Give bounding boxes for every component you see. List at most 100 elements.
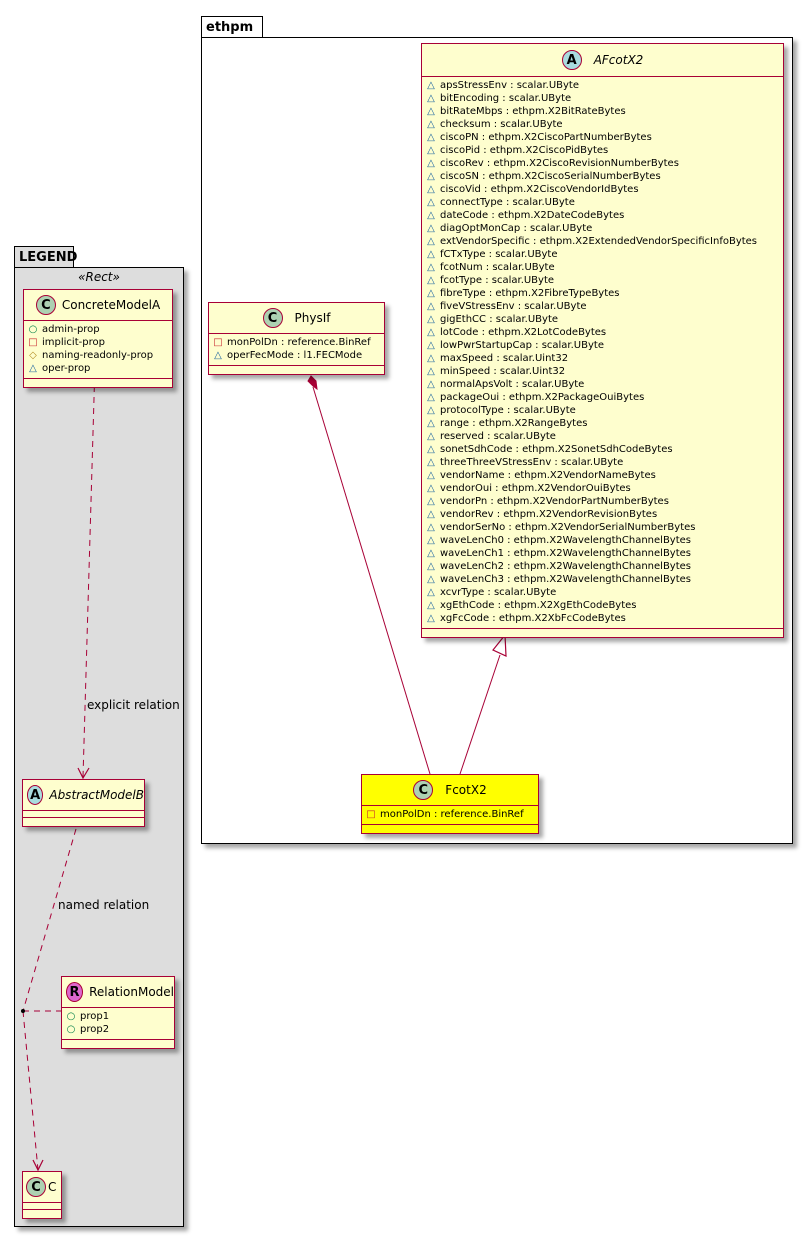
public-visibility-icon: ○ bbox=[66, 1024, 76, 1035]
attribute-row: △ oper-prop bbox=[28, 362, 168, 375]
attribute-text: waveLenCh2 : ethpm.X2WavelengthChannelBy… bbox=[440, 561, 692, 572]
attribute-row: △fibreType : ethpm.X2FibreTypeBytes bbox=[426, 287, 779, 300]
class-abstract-model-b[interactable]: A AbstractModelB bbox=[22, 779, 145, 827]
attribute-text: protocolType : scalar.UByte bbox=[440, 405, 576, 416]
attribute-text: oper-prop bbox=[42, 363, 91, 374]
attribute-row: △ciscoVid : ethpm.X2CiscoVendorIdBytes bbox=[426, 183, 779, 196]
named-relation-line-lower bbox=[22, 1010, 39, 1171]
attribute-row: △reserved : scalar.UByte bbox=[426, 430, 779, 443]
attribute-text: ciscoPN : ethpm.X2CiscoPartNumberBytes bbox=[440, 132, 652, 143]
attribute-row: △ waveLenCh2 : ethpm.X2WavelengthChannelB… bbox=[426, 560, 779, 573]
legend-package-body bbox=[14, 267, 184, 1227]
attribute-row: △vendorSerNo : ethpm.X2VendorSerialNumbe… bbox=[426, 521, 779, 534]
package-visibility-icon: △ bbox=[427, 145, 435, 156]
attribute-text: bitRateMbps : ethpm.X2BitRateBytes bbox=[440, 106, 626, 117]
attribute-text: connectType : scalar.UByte bbox=[440, 197, 575, 208]
attribute-row: △fcotType : scalar.UByte bbox=[426, 274, 779, 287]
attribute-text: packageOui : ethpm.X2PackageOuiBytes bbox=[440, 392, 645, 403]
attribute-row: △minSpeed : scalar.Uint32 bbox=[426, 365, 779, 378]
attribute-text: monPolDn : reference.BinRef bbox=[227, 337, 371, 348]
package-visibility-icon: △ bbox=[427, 275, 435, 286]
protected-visibility-icon: ◇ bbox=[29, 350, 37, 361]
composition-line bbox=[312, 386, 431, 775]
package-visibility-icon: △ bbox=[427, 483, 435, 494]
class-header: A AFcotX2 bbox=[422, 44, 783, 77]
attribute-row: △xcvrType : scalar.UByte bbox=[426, 586, 779, 599]
attribute-row: △dateCode : ethpm.X2DateCodeBytes bbox=[426, 209, 779, 222]
attribute-text: implicit-prop bbox=[42, 337, 105, 348]
attribute-text: xcvrType : scalar.UByte bbox=[440, 587, 557, 598]
attribute-row: □monPolDn : reference.BinRef bbox=[213, 336, 380, 349]
attribute-row: △threeThreeVStressEnv : scalar.UByte bbox=[426, 456, 779, 469]
class-methods bbox=[422, 629, 783, 637]
package-visibility-icon: △ bbox=[427, 314, 435, 325]
class-methods bbox=[209, 366, 384, 374]
attribute-text: lowPwrStartupCap : scalar.UByte bbox=[440, 340, 604, 351]
attribute-row: △bitRateMbps : ethpm.X2BitRateBytes bbox=[426, 105, 779, 118]
class-c-icon: C bbox=[262, 308, 283, 328]
attribute-text: apsStressEnv : scalar.UByte bbox=[440, 80, 580, 91]
attribute-text: ciscoRev : ethpm.X2CiscoRevisionNumberBy… bbox=[440, 158, 679, 169]
package-visibility-icon: △ bbox=[427, 288, 435, 299]
attribute-text: range : ethpm.X2RangeBytes bbox=[440, 418, 588, 429]
attribute-text: vendorName : ethpm.X2VendorNameBytes bbox=[440, 470, 656, 481]
attribute-text: maxSpeed : scalar.Uint32 bbox=[440, 353, 569, 364]
class-methods bbox=[362, 825, 538, 833]
composition-diamond bbox=[307, 375, 318, 391]
class-attributes bbox=[23, 1203, 61, 1210]
attribute-row: △fiveVStressEnv : scalar.UByte bbox=[426, 300, 779, 313]
legend-package-tab: LEGEND bbox=[14, 246, 78, 268]
attribute-row: △operFecMode : l1.FECMode bbox=[213, 349, 380, 362]
attribute-text: ciscoSN : ethpm.X2CiscoSerialNumberBytes bbox=[440, 171, 661, 182]
attribute-row: △vendorRev : ethpm.X2VendorRevisionBytes bbox=[426, 508, 779, 521]
attribute-row: ○prop2 bbox=[66, 1023, 170, 1036]
attribute-row: △fCTxType : scalar.UByte bbox=[426, 248, 779, 261]
attribute-row: △extVendorSpecific : ethpm.X2ExtendedVen… bbox=[426, 235, 779, 248]
package-visibility-icon: △ bbox=[427, 405, 435, 416]
attribute-row: ○ prop1 bbox=[66, 1010, 170, 1023]
class-methods bbox=[24, 379, 172, 387]
class-header: C ConcreteModelA bbox=[24, 290, 172, 321]
class-fcotx2[interactable]: C FcotX2 □monPolDn : reference.BinRef bbox=[361, 774, 539, 834]
attribute-text: reserved : scalar.UByte bbox=[440, 431, 556, 442]
attribute-text: fCTxType : scalar.UByte bbox=[440, 249, 558, 260]
attribute-text: xgFcCode : ethpm.X2XbFcCodeBytes bbox=[440, 613, 626, 624]
attribute-row: △vendorPn : ethpm.X2VendorPartNumberByte… bbox=[426, 495, 779, 508]
class-header: C C bbox=[23, 1172, 61, 1203]
attribute-row: △waveLenCh3 : ethpm.X2WavelengthChannelB… bbox=[426, 573, 779, 586]
class-attributes: △ apsStressEnv : scalar.UByte△bitEncoding… bbox=[422, 77, 783, 629]
attribute-row: △ connectType : scalar.UByte bbox=[426, 196, 779, 209]
package-visibility-icon: △ bbox=[427, 509, 435, 520]
attribute-row: △fcotNum : scalar.UByte bbox=[426, 261, 779, 274]
class-attributes: □monPolDn : reference.BinRef △operFecMod… bbox=[209, 334, 384, 366]
attribute-row: △checksum : scalar.UByte bbox=[426, 118, 779, 131]
class-concrete-model-a[interactable]: C ConcreteModelA ○admin-prop □implicit-p… bbox=[23, 289, 173, 388]
package-visibility-icon: △ bbox=[427, 418, 435, 429]
class-c[interactable]: C C bbox=[22, 1171, 62, 1219]
class-name: RelationModel bbox=[89, 985, 174, 999]
abstract-a-icon: A bbox=[561, 50, 582, 70]
private-visibility-icon: □ bbox=[366, 809, 376, 820]
class-afcotx2[interactable]: A AFcotX2 △apsStressEnv : scalar.UByte△b… bbox=[421, 43, 784, 638]
package-visibility-icon: △ bbox=[427, 132, 435, 143]
package-visibility-icon: △ bbox=[427, 561, 435, 572]
attribute-row: △bitEncoding : scalar.UByte bbox=[426, 92, 779, 105]
public-visibility-icon: ○ bbox=[66, 1011, 76, 1022]
attribute-text: waveLenCh0 : ethpm.X2WavelengthChannelBy… bbox=[440, 535, 692, 546]
class-methods bbox=[62, 1040, 174, 1048]
package-visibility-icon: △ bbox=[427, 197, 435, 208]
package-visibility-icon: △ bbox=[214, 350, 222, 361]
package-visibility-icon: △ bbox=[427, 444, 435, 455]
attribute-text: vendorPn : ethpm.X2VendorPartNumberBytes bbox=[440, 496, 669, 507]
attribute-text: dateCode : ethpm.X2DateCodeBytes bbox=[440, 210, 625, 221]
abstract-a-icon: A bbox=[27, 785, 44, 805]
attribute-text: xgEthCode : ethpm.X2XgEthCodeBytes bbox=[440, 600, 637, 611]
attribute-row: △sonetSdhCode : ethpm.X2SonetSdhCodeByte… bbox=[426, 443, 779, 456]
legend-package-name: LEGEND bbox=[19, 250, 78, 265]
attribute-text: prop1 bbox=[80, 1011, 110, 1022]
package-visibility-icon: △ bbox=[29, 363, 37, 374]
class-physif[interactable]: C PhysIf □monPolDn : reference.BinRef △o… bbox=[208, 302, 385, 375]
attribute-text: ciscoVid : ethpm.X2CiscoVendorIdBytes bbox=[440, 184, 639, 195]
package-visibility-icon: △ bbox=[427, 379, 435, 390]
class-relation-model[interactable]: R RelationModel ○prop1 ○prop2 bbox=[61, 976, 175, 1049]
